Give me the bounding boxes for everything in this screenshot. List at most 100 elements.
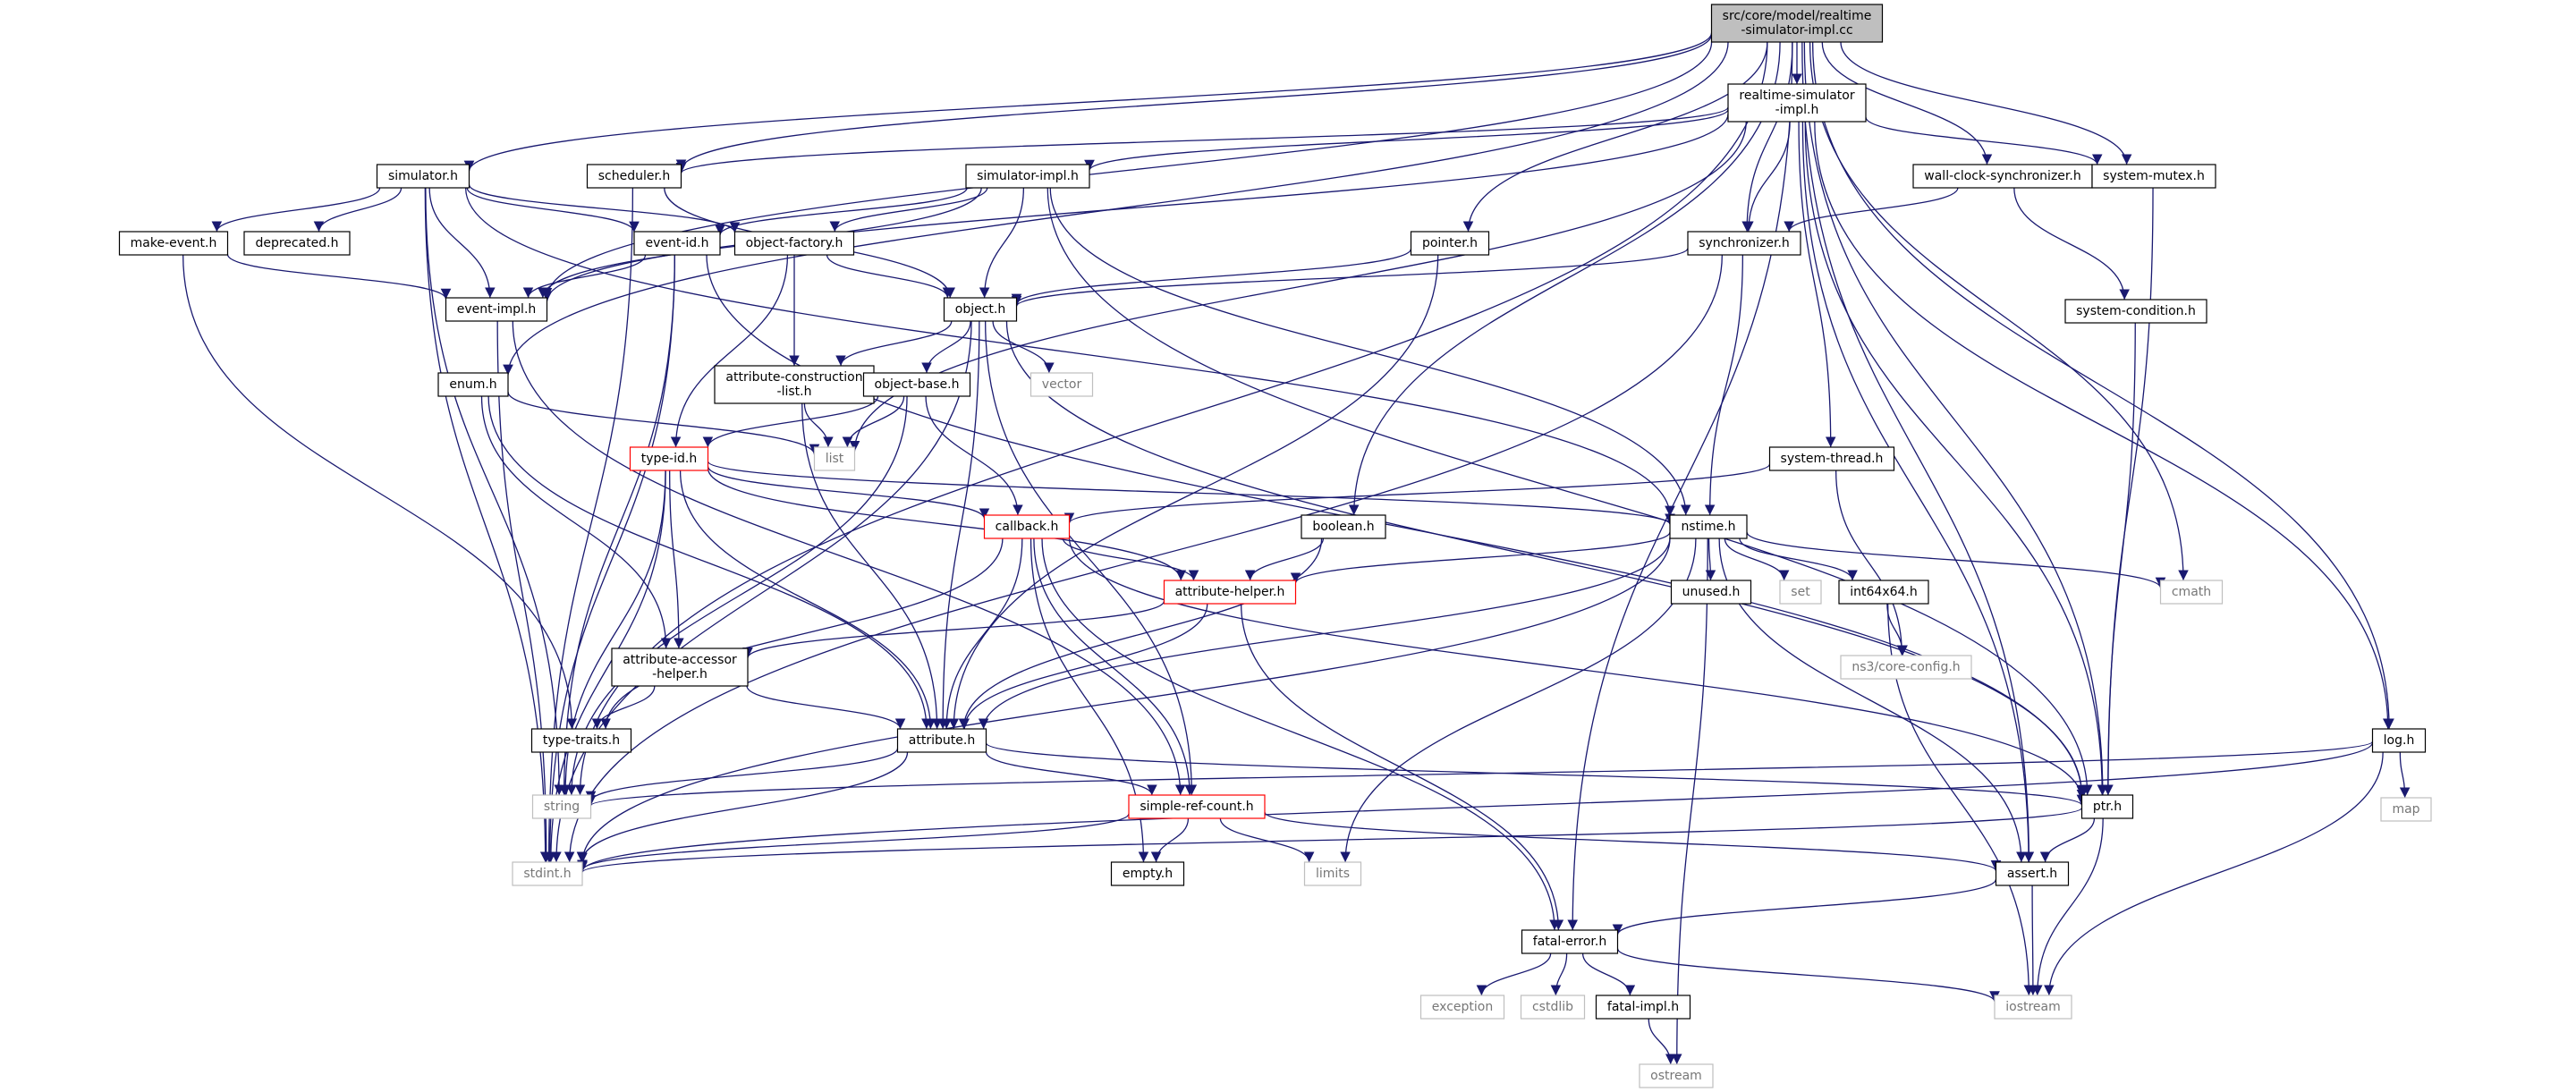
node-attraccessor[interactable]: attribute-accessor-helper.h: [611, 648, 749, 687]
node-label: set: [1791, 585, 1810, 599]
node-systhread[interactable]: system-thread.h: [1768, 446, 1895, 471]
node-objbase[interactable]: object-base.h: [862, 372, 971, 397]
node-eventid[interactable]: event-id.h: [633, 231, 721, 256]
node-log[interactable]: log.h: [2371, 728, 2427, 753]
node-attrcons[interactable]: attribute-construction-list.h: [714, 365, 875, 404]
edge-callback-to-ptr: [1068, 538, 2088, 800]
edge-enum-to-attribute: [487, 395, 932, 730]
node-enum[interactable]: enum.h: [437, 372, 509, 397]
edge-rsimh-to-eventimpl: [541, 114, 1729, 302]
edge-root-to-ptr: [1803, 41, 2108, 796]
node-typetraits[interactable]: type-traits.h: [530, 728, 632, 753]
node-syscond[interactable]: system-condition.h: [2064, 299, 2207, 324]
node-label: simulator-impl.h: [977, 169, 1079, 183]
edge-sysmutex-to-ptr: [2103, 187, 2154, 796]
node-simimpl[interactable]: simulator-impl.h: [965, 164, 1090, 189]
node-int64x64[interactable]: int64x64.h: [1838, 580, 1929, 605]
node-empty[interactable]: empty.h: [1110, 861, 1185, 886]
node-box: [1128, 794, 1266, 819]
node-simulator[interactable]: simulator.h: [376, 164, 470, 189]
node-fatalerror[interactable]: fatal-error.h: [1521, 929, 1619, 954]
node-sysmutex[interactable]: system-mutex.h: [2091, 164, 2216, 189]
node-label: -impl.h: [1775, 103, 1819, 117]
edge-nstime-to-attribute: [978, 537, 1671, 730]
node-wallclock[interactable]: wall-clock-synchronizer.h: [1912, 164, 2093, 189]
node-deprecated[interactable]: deprecated.h: [243, 231, 351, 256]
node-label: list: [826, 452, 844, 466]
node-ptr[interactable]: ptr.h: [2080, 794, 2134, 819]
node-stdint[interactable]: stdint.h: [512, 861, 583, 886]
edge-objbase-to-string: [566, 395, 908, 796]
node-attrhelper[interactable]: attribute-helper.h: [1163, 580, 1297, 605]
node-eventimpl[interactable]: event-impl.h: [445, 297, 548, 322]
node-label: -helper.h: [652, 667, 708, 681]
node-nstime[interactable]: nstime.h: [1669, 514, 1748, 539]
edge-callback-to-attribute: [941, 538, 1023, 730]
node-unused[interactable]: unused.h: [1670, 580, 1752, 605]
node-assert[interactable]: assert.h: [1995, 861, 2070, 886]
node-label: type-traits.h: [543, 733, 620, 748]
edge-attrcons-to-list: [803, 402, 834, 448]
node-typeid[interactable]: type-id.h: [629, 446, 709, 471]
edge-nstime-to-attrhelper: [1290, 531, 1671, 584]
node-label: event-id.h: [645, 236, 708, 250]
node-scheduler[interactable]: scheduler.h: [586, 164, 682, 189]
edge-enum-to-list: [507, 391, 820, 455]
node-set[interactable]: set: [1779, 580, 1822, 605]
node-limits[interactable]: limits: [1303, 861, 1362, 886]
edge-wallclock-to-syscond: [2013, 187, 2130, 301]
edge-simpleref-to-stdint: [577, 813, 1130, 871]
node-box: [531, 794, 592, 819]
node-iostream[interactable]: iostream: [1994, 995, 2072, 1020]
edge-makeevent-to-typetraits: [182, 254, 578, 730]
node-ostream[interactable]: ostream: [1639, 1063, 1714, 1088]
node-root[interactable]: src/core/model/realtime-simulator-impl.c…: [1710, 4, 1884, 43]
node-box: [243, 231, 351, 256]
node-string[interactable]: string: [531, 794, 592, 819]
edge-object-to-vector: [992, 320, 1055, 374]
node-label: -list.h: [777, 385, 812, 399]
node-map[interactable]: map: [2380, 797, 2432, 822]
edge-attribute-to-string: [585, 748, 899, 802]
node-cstdlib[interactable]: cstdlib: [1520, 995, 1586, 1020]
node-box: [118, 231, 229, 256]
edge-root-to-wallclock: [1821, 41, 1993, 165]
edge-pointer-to-attribute: [948, 254, 1439, 730]
node-exception[interactable]: exception: [1419, 995, 1505, 1020]
node-rsimh[interactable]: realtime-simulator-impl.h: [1727, 83, 1867, 123]
node-label: int64x64.h: [1850, 585, 1918, 599]
node-box: [1994, 995, 2072, 1020]
node-box: [2064, 299, 2207, 324]
node-objfactory[interactable]: object-factory.h: [733, 231, 855, 256]
node-makeevent[interactable]: make-event.h: [118, 231, 229, 256]
node-box: [2371, 728, 2427, 753]
node-nscoreconfig[interactable]: ns3/core-config.h: [1840, 655, 1972, 680]
node-callback[interactable]: callback.h: [983, 514, 1071, 539]
node-label: make-event.h: [131, 236, 217, 250]
edge-rsimh-to-simimpl: [1084, 109, 1729, 171]
node-boolean[interactable]: boolean.h: [1301, 514, 1386, 539]
node-cmath[interactable]: cmath: [2159, 580, 2224, 605]
edge-enum-to-attraccessor: [480, 395, 672, 649]
node-label: stdint.h: [523, 867, 571, 881]
edge-object-to-objbase: [921, 320, 971, 374]
edge-simulator-to-string: [425, 187, 564, 796]
node-pointer[interactable]: pointer.h: [1410, 231, 1490, 256]
edge-nstime-to-cmath: [1746, 531, 2166, 588]
edge-callback-to-typetraits: [600, 538, 1004, 730]
edge-eventid-to-string: [558, 254, 675, 796]
node-label: enum.h: [449, 377, 496, 392]
node-attribute[interactable]: attribute.h: [896, 728, 987, 753]
edge-objfactory-to-object: [826, 254, 953, 299]
node-fatalimpl[interactable]: fatal-impl.h: [1595, 995, 1691, 1020]
node-box: [943, 297, 1018, 322]
node-synchronizer[interactable]: synchronizer.h: [1687, 231, 1801, 256]
node-object[interactable]: object.h: [943, 297, 1018, 322]
node-vector[interactable]: vector: [1030, 372, 1094, 397]
edge-callback-to-attrhelper: [1062, 538, 1199, 581]
edge-root-to-scheduler: [675, 34, 1713, 171]
node-list[interactable]: list: [813, 446, 856, 471]
edge-simpleref-to-limits: [1219, 817, 1315, 863]
node-simpleref[interactable]: simple-ref-count.h: [1128, 794, 1266, 819]
